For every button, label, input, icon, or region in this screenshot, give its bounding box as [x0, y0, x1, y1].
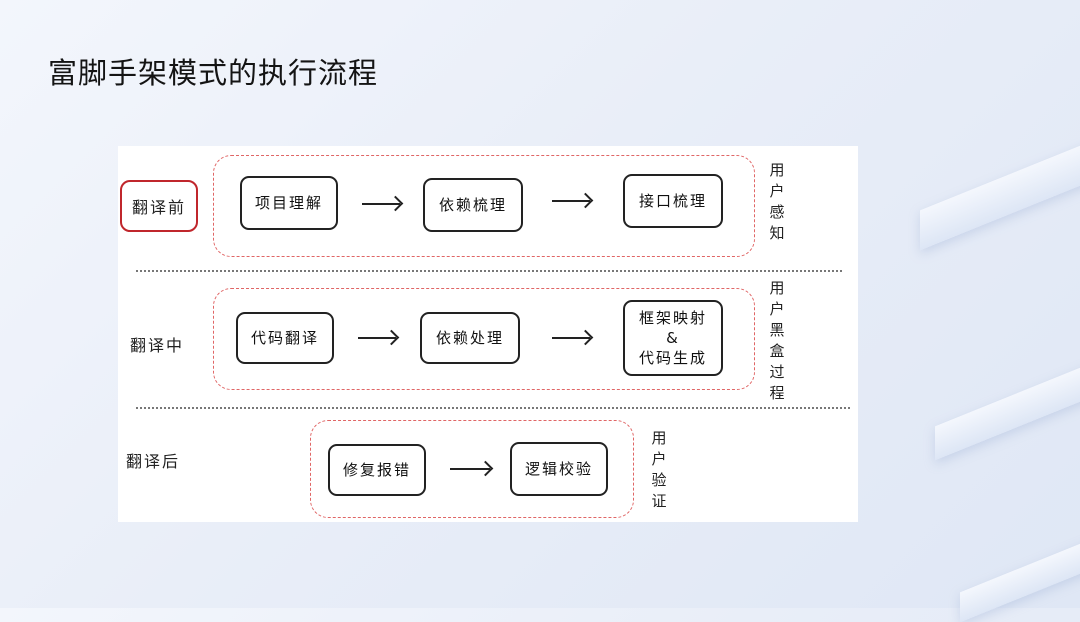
stage-note-before: 用户感知 [769, 161, 785, 242]
arrow-icon [358, 337, 396, 339]
arrow-icon [552, 200, 590, 202]
step-code-translation: 代码翻译 [236, 312, 334, 364]
flow-diagram: 翻译前 项目理解 依赖梳理 接口梳理 用户感知 翻译中 代码翻译 依赖处理 框架… [118, 146, 858, 522]
stage-note-after: 用户验证 [651, 429, 667, 510]
stage-divider [136, 270, 842, 272]
arrow-icon [552, 337, 590, 339]
step-project-understanding: 项目理解 [240, 176, 338, 230]
step-fix-errors: 修复报错 [328, 444, 426, 496]
background-slab [920, 129, 1080, 251]
step-logic-validation: 逻辑校验 [510, 442, 608, 496]
stage-label-during: 翻译中 [130, 336, 185, 355]
stage-label-before: 翻译前 [120, 180, 199, 232]
step-group-after [310, 420, 634, 518]
step-dependency-handling: 依赖处理 [420, 312, 520, 364]
arrow-icon [362, 203, 400, 205]
arrow-icon [450, 468, 490, 470]
step-group-during [213, 288, 755, 390]
stage-divider [136, 407, 850, 409]
step-framework-mapping-codegen: 框架映射 & 代码生成 [623, 300, 723, 376]
stage-note-during: 用户黑盒过程 [769, 279, 785, 402]
background-slab [935, 353, 1080, 461]
step-dependency-review: 依赖梳理 [423, 178, 523, 232]
page-title: 富脚手架模式的执行流程 [48, 56, 379, 90]
step-group-before [213, 155, 755, 257]
step-interface-review: 接口梳理 [623, 174, 723, 228]
stage-label-after: 翻译后 [126, 452, 181, 471]
